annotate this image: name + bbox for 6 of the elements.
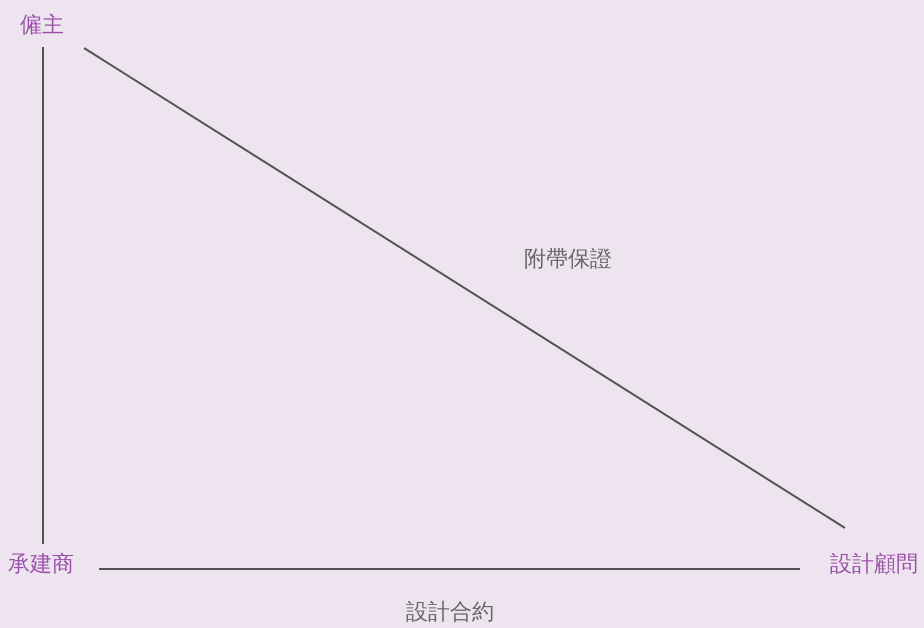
connector-line bbox=[42, 47, 44, 544]
role-label: 僱主 bbox=[20, 13, 64, 39]
connector-line bbox=[99, 568, 800, 570]
role-label: 承建商 bbox=[8, 552, 74, 578]
role-label: 設計顧問 bbox=[830, 552, 918, 578]
connector-line bbox=[83, 47, 846, 529]
